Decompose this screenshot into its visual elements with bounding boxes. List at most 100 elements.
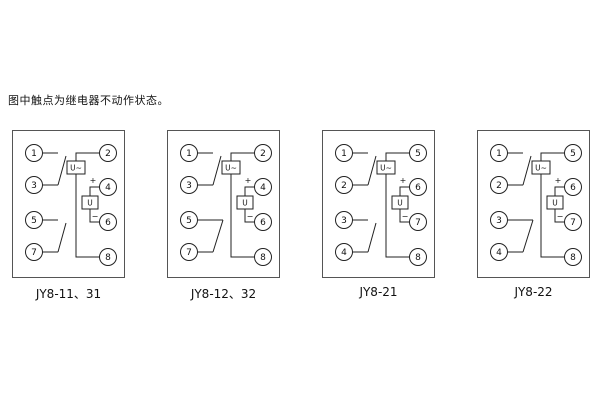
terminal-number: 7 [186, 248, 192, 258]
terminal-number: 2 [105, 149, 111, 159]
contact-symbol-top [507, 152, 532, 186]
terminal-number: 6 [415, 183, 421, 193]
terminal: 1 [25, 144, 43, 162]
terminal-number: 6 [105, 218, 111, 228]
terminal-number: 7 [415, 218, 421, 228]
contact-symbol-top [42, 152, 67, 186]
coil-label: U~ [225, 164, 237, 173]
terminal-number: 6 [260, 218, 266, 228]
schematic: U~ + U − 1 3 5 [167, 130, 280, 278]
terminal: 1 [335, 144, 353, 162]
terminal-number: 2 [341, 181, 347, 191]
power-supply-circuit: + U − [236, 176, 255, 223]
terminal-number: 8 [105, 253, 111, 263]
terminal-number: 4 [496, 248, 502, 258]
terminal: 8 [409, 248, 427, 266]
supply-label: U [397, 199, 403, 208]
diagram-caption: JY8-11、31 [35, 287, 102, 301]
power-supply-circuit: + U − [81, 176, 100, 223]
terminal: 8 [564, 248, 582, 266]
terminal: 2 [335, 176, 353, 194]
terminal: 7 [180, 243, 198, 261]
diagram-caption: JY8-12、32 [190, 287, 257, 301]
terminal: 1 [180, 144, 198, 162]
terminal: 2 [99, 144, 117, 162]
note-text: 图中触点为继电器不动作状态。 [8, 94, 169, 107]
minus-sign: − [557, 212, 564, 221]
terminal-number: 1 [186, 149, 192, 159]
supply-label: U [87, 199, 93, 208]
terminal-number: 5 [186, 216, 192, 226]
plus-sign: + [400, 176, 407, 185]
minus-sign: − [402, 212, 409, 221]
terminal: 7 [564, 213, 582, 231]
schematic: U~ + U − 1 2 3 [322, 130, 435, 278]
terminal-number: 8 [415, 253, 421, 263]
plus-sign: + [90, 176, 97, 185]
coil-label: U~ [380, 164, 392, 173]
terminal: 1 [490, 144, 508, 162]
terminal-number: 4 [260, 183, 266, 193]
power-supply-circuit: + U − [391, 176, 410, 223]
schematic: U~ + U − 1 3 5 [12, 130, 125, 278]
panel-border [12, 130, 125, 278]
coil-label: U~ [535, 164, 547, 173]
terminal: 5 [564, 144, 582, 162]
schematic: U~ + U − 1 2 3 [477, 130, 590, 278]
terminal: 4 [490, 243, 508, 261]
contact-symbol-bottom [42, 219, 67, 253]
terminal: 8 [254, 248, 272, 266]
diagram-caption: JY8-21 [359, 285, 398, 299]
terminal-number: 3 [496, 216, 502, 226]
voltage-coil-circuit: U~ [66, 152, 100, 258]
terminal-number: 5 [31, 216, 37, 226]
terminal: 6 [99, 213, 117, 231]
voltage-coil-circuit: U~ [376, 152, 410, 258]
terminal: 3 [335, 211, 353, 229]
diagram-caption: JY8-22 [514, 285, 553, 299]
minus-sign: − [247, 212, 254, 221]
supply-label: U [242, 199, 248, 208]
terminal-number: 8 [570, 253, 576, 263]
contact-symbol-top [197, 152, 222, 186]
contact-symbol-top [352, 152, 377, 186]
relay-diagram-panel: U~ + U − 1 2 3 [322, 130, 435, 299]
terminal-number: 8 [260, 253, 266, 263]
voltage-coil-circuit: U~ [221, 152, 255, 258]
terminal-number: 4 [105, 183, 111, 193]
terminal-number: 2 [260, 149, 266, 159]
panel-border [477, 130, 590, 278]
terminal-number: 3 [341, 216, 347, 226]
terminal-number: 5 [570, 149, 576, 159]
terminal-number: 1 [31, 149, 37, 159]
terminal: 4 [254, 178, 272, 196]
terminal: 7 [409, 213, 427, 231]
terminal: 4 [99, 178, 117, 196]
contact-symbol-bottom [507, 219, 534, 253]
terminal: 2 [490, 176, 508, 194]
terminal-number: 1 [496, 149, 502, 159]
terminal-number: 4 [341, 248, 347, 258]
terminal: 6 [564, 178, 582, 196]
panel-border [167, 130, 280, 278]
terminal: 3 [490, 211, 508, 229]
terminal: 3 [180, 176, 198, 194]
terminal-number: 7 [31, 248, 37, 258]
relay-diagram-panel: U~ + U − 1 3 5 [12, 130, 125, 302]
terminal: 6 [409, 178, 427, 196]
terminal: 6 [254, 213, 272, 231]
terminal: 5 [25, 211, 43, 229]
terminal-number: 7 [570, 218, 576, 228]
terminal-number: 5 [415, 149, 421, 159]
relay-diagram-panel: U~ + U − 1 3 5 [167, 130, 280, 302]
terminal-number: 2 [496, 181, 502, 191]
plus-sign: + [555, 176, 562, 185]
terminal: 5 [409, 144, 427, 162]
panel-border [322, 130, 435, 278]
terminal-number: 1 [341, 149, 347, 159]
relay-diagram-panel: U~ + U − 1 2 3 [477, 130, 590, 299]
terminal: 8 [99, 248, 117, 266]
terminal: 7 [25, 243, 43, 261]
power-supply-circuit: + U − [546, 176, 565, 223]
